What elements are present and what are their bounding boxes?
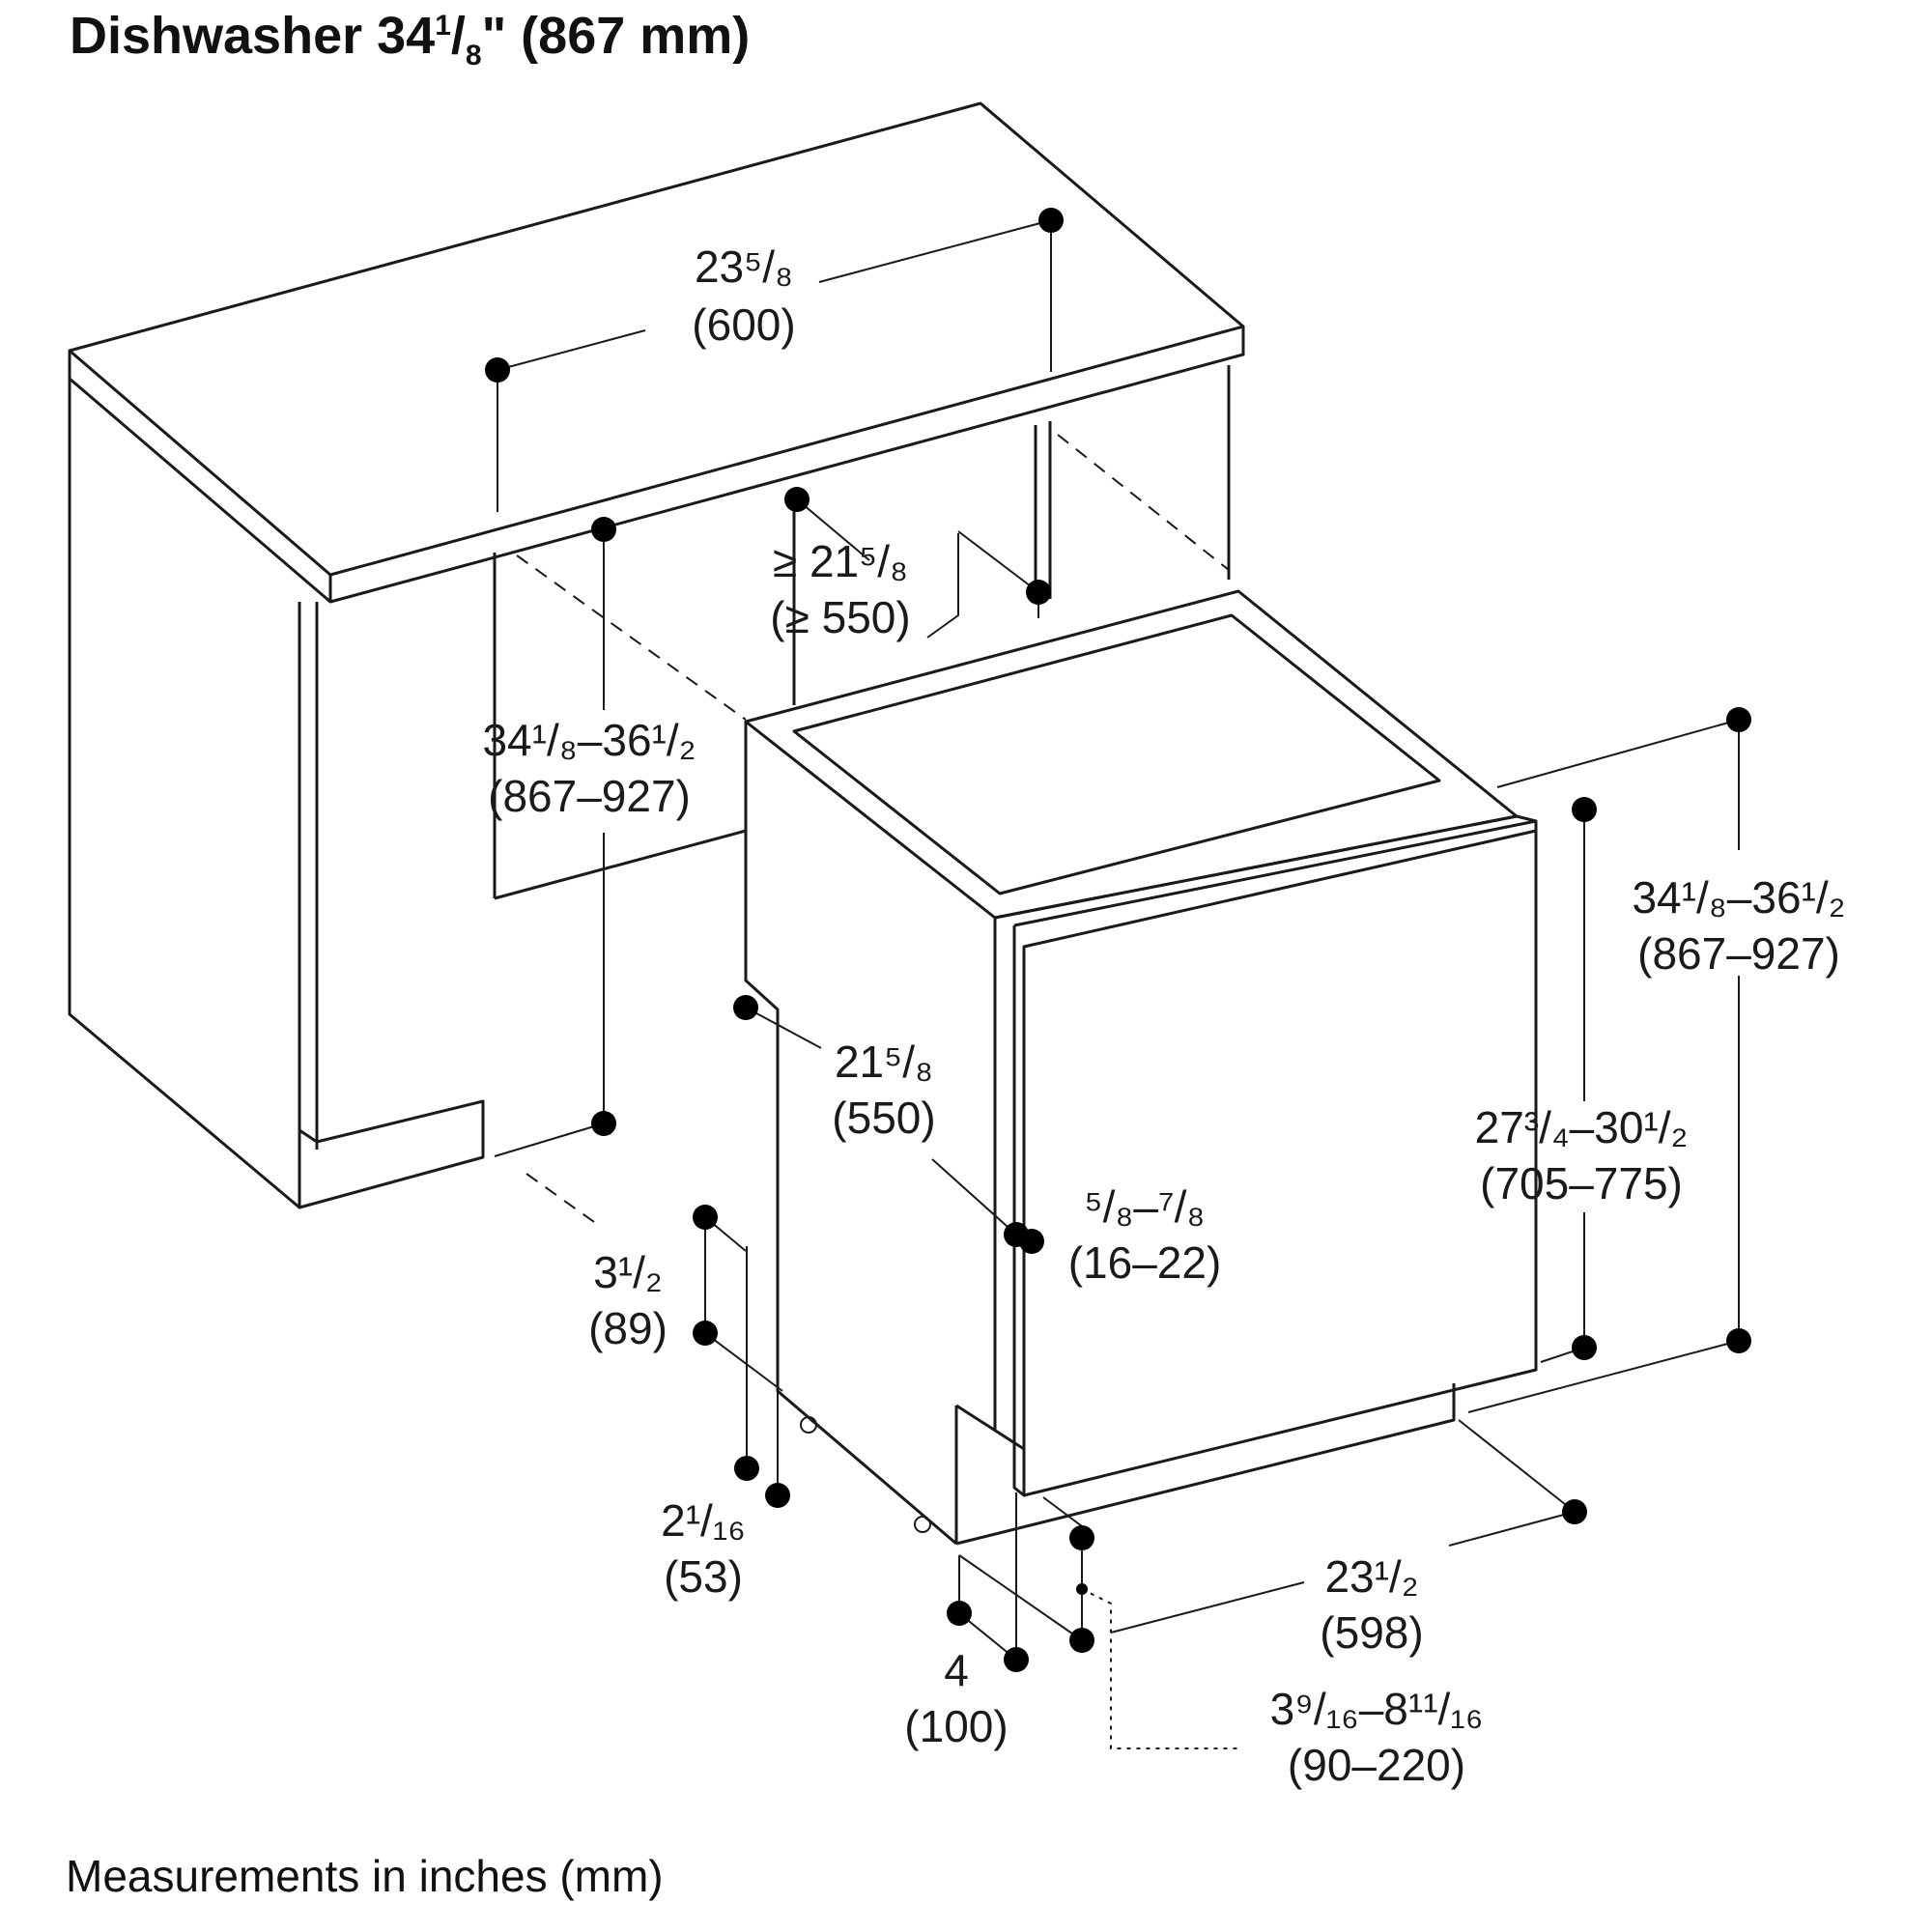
plinth-depth-mm: (100) — [904, 1701, 1008, 1751]
plinth-depth-inch: 4 — [944, 1645, 969, 1695]
dimension-lines — [494, 219, 1740, 1749]
units-note: Measurements in inches (mm) — [66, 1851, 664, 1901]
counter-width-mm: (600) — [692, 299, 795, 350]
dishwasher-drawing — [744, 589, 1538, 1546]
appliance-width-mm: (598) — [1320, 1607, 1423, 1658]
dimension-dots — [485, 208, 1751, 1672]
appliance-width-inch: 23¹/₂ — [1324, 1551, 1418, 1602]
appliance-depth-mm: (550) — [832, 1093, 935, 1143]
door-panel-thickness-inch: ⁵/₈–⁷/₈ — [1085, 1181, 1206, 1232]
door-panel-thickness-mm: (16–22) — [1068, 1237, 1222, 1288]
niche-depth-inch: ≥ 21⁵/₈ — [773, 536, 908, 586]
toe-kick-setback-mm: (89) — [588, 1303, 668, 1353]
counter-width-inch: 23⁵/₈ — [695, 242, 793, 292]
appliance-height-inch: 34¹/₈–36¹/₂ — [1632, 872, 1845, 923]
niche-height-mm: (867–927) — [488, 771, 691, 821]
foot-height-inch: 2¹/₁₆ — [661, 1495, 746, 1546]
plinth-height-inch: 3⁹/₁₆–8¹¹/₁₆ — [1270, 1684, 1484, 1734]
plinth-height-mm: (90–220) — [1288, 1740, 1465, 1790]
diagram-title: Dishwasher 341/8" (867 mm) — [70, 7, 751, 71]
appliance-depth-inch: 21⁵/₈ — [835, 1037, 933, 1087]
foot-height-mm: (53) — [664, 1551, 743, 1602]
dimension-labels: 23⁵/₈ (600) ≥ 21⁵/₈ (≥ 550) 34¹/₈–36¹/₂ … — [482, 242, 1845, 1790]
niche-depth-mm: (≥ 550) — [770, 592, 910, 642]
toe-kick-setback-inch: 3¹/₂ — [593, 1247, 663, 1297]
cabinet-drawing — [68, 101, 1245, 1223]
niche-height-inch: 34¹/₈–36¹/₂ — [482, 715, 696, 765]
door-panel-height-inch: 27³/₄–30¹/₂ — [1475, 1102, 1689, 1152]
door-panel-height-mm: (705–775) — [1480, 1158, 1683, 1208]
appliance-height-mm: (867–927) — [1637, 928, 1840, 979]
